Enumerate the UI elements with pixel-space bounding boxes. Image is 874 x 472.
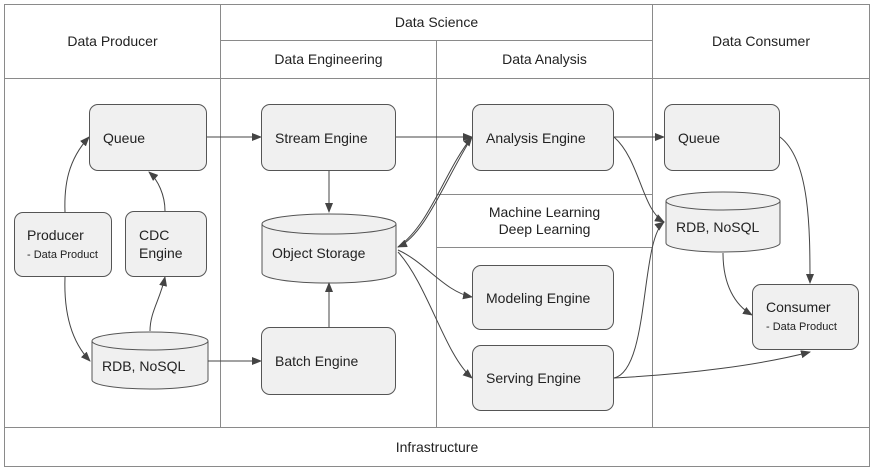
modeling-engine-box: Modeling Engine [472,265,614,330]
arrow-storage-to-serving [397,251,473,379]
object-storage-cylinder-shape [261,213,397,284]
header-machine-learning: Machine Learning Deep Learning [437,195,652,247]
ml-line1: Machine Learning [488,204,601,220]
cdc-line2: Engine [139,245,183,261]
header-data-analysis: Data Analysis [502,51,587,67]
object-storage: Object Storage [272,245,366,261]
arrow-cdc-to-queue [148,171,166,212]
arrow-producer-to-queue [64,136,90,213]
header-data-producer: Data Producer [67,33,158,49]
producer-sublabel: - Data Product [27,248,98,261]
header-infrastructure: Infrastructure [395,438,479,455]
consumer-db: RDB, NoSQL [676,219,760,235]
arrow-db-to-consumer [722,252,753,316]
consumer-db-cylinder-shape [665,191,781,253]
arrow-db-to-cdc [149,276,167,332]
producer-queue-box: Queue [89,104,207,171]
arrow-serving-to-db [613,221,665,379]
arrow-analysis-to-storage [397,136,473,248]
producer-box: Producer - Data Product [14,212,112,277]
consumer-box: Consumer - Data Product [752,284,859,350]
batch-engine-box: Batch Engine [261,327,396,395]
ml-line2: Deep Learning [498,221,591,237]
arrow-storage-to-modeling [397,249,473,300]
analysis-engine-box: Analysis Engine [472,104,614,171]
stream-engine-box: Stream Engine [261,104,396,171]
header-data-engineering: Data Engineering [274,51,383,67]
arrow-serving-to-consumer [613,350,811,379]
consumer-label: Consumer [766,299,831,315]
producer-label: Producer [27,226,84,243]
arrow-producer-to-db [64,276,91,362]
arrow-storage-to-analysis [397,136,473,248]
header-data-science: Data Science [394,14,479,30]
arrow-queue-to-consumer [779,136,814,284]
producer-db: RDB, NoSQL [102,358,186,374]
serving-engine-box: Serving Engine [472,345,614,411]
consumer-queue-box: Queue [664,104,780,171]
cdc-engine-box: CDC Engine [125,211,207,277]
producer-db-cylinder-shape [91,331,209,390]
cdc-line1: CDC [139,227,170,243]
consumer-sublabel: - Data Product [766,321,837,333]
arrow-analysis-to-db [613,136,665,223]
section-grid [4,4,870,467]
header-data-consumer: Data Consumer [711,33,811,49]
